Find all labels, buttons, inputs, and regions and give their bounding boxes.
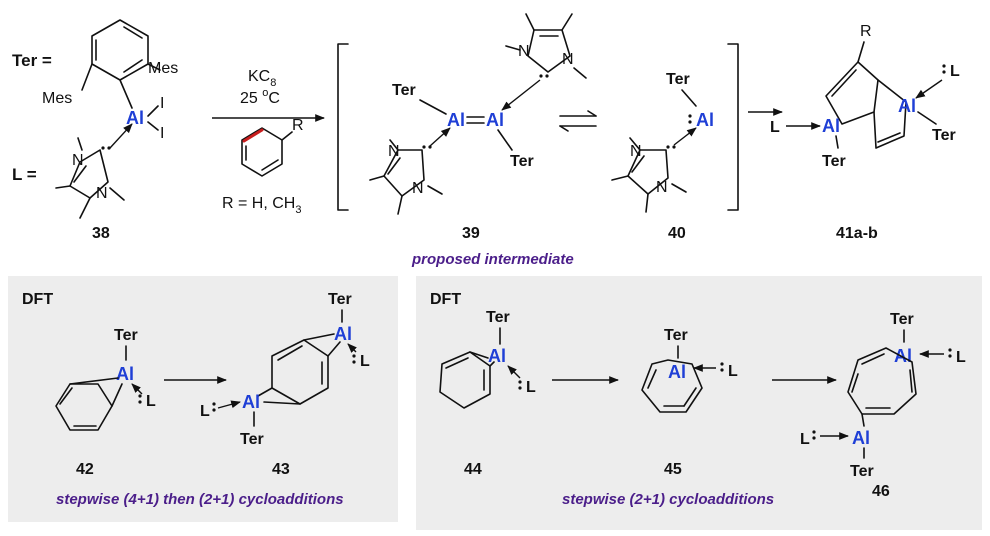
ter-label-46b: Ter bbox=[850, 463, 874, 480]
iodide-label-2: I bbox=[160, 125, 164, 142]
n-atom-40a: N bbox=[630, 143, 642, 160]
compound-label-41: 41a-b bbox=[836, 225, 878, 242]
compound-label-39: 39 bbox=[462, 225, 480, 242]
ter-label-41b: Ter bbox=[932, 127, 956, 144]
compound-label-46: 46 bbox=[872, 483, 890, 500]
l-label-46b: L bbox=[800, 431, 810, 448]
al-atom-41a: Al bbox=[822, 116, 840, 136]
ter-definition-label: Ter = bbox=[12, 51, 52, 70]
equilibrium-arrows bbox=[559, 110, 597, 132]
arene-solvent-ring bbox=[241, 127, 283, 177]
l-label-41a: L bbox=[770, 119, 780, 136]
iodide-label-1: I bbox=[160, 95, 164, 112]
bracket-right bbox=[727, 43, 739, 211]
ter-label-42: Ter bbox=[114, 327, 138, 344]
ring-45 bbox=[641, 359, 703, 413]
ter-label-39a: Ter bbox=[392, 82, 416, 99]
al-atom-38: Al bbox=[126, 108, 144, 128]
dft-panel-right: DFT Ter Al L 44 Ter Al L 45 Ter Al bbox=[416, 276, 982, 530]
al-atom-45: Al bbox=[668, 362, 686, 382]
panel-right-background bbox=[416, 276, 982, 530]
ter-label-41a: Ter bbox=[822, 153, 846, 170]
al-atom-43a: Al bbox=[334, 324, 352, 344]
l-label-42: L bbox=[146, 393, 156, 410]
al-atom-46b: Al bbox=[852, 428, 870, 448]
ring-42 bbox=[55, 383, 113, 431]
ter-label-40: Ter bbox=[666, 71, 690, 88]
l-label-45: L bbox=[728, 363, 738, 380]
ter-label-44: Ter bbox=[486, 309, 510, 326]
r-definition-label: R = H, CH3 bbox=[222, 195, 301, 216]
n-atom-38a: N bbox=[72, 152, 84, 169]
mes-label-left: Mes bbox=[42, 90, 72, 107]
reaction-conditions: KC8 25 oC R R = H, CH3 bbox=[212, 68, 325, 216]
l-label-41b: L bbox=[950, 63, 960, 80]
ter-label-45: Ter bbox=[664, 327, 688, 344]
n-atom-39b: N bbox=[412, 180, 424, 197]
n-atom-40b: N bbox=[656, 179, 668, 196]
l-label-43a: L bbox=[360, 353, 370, 370]
l-label-44: L bbox=[526, 379, 536, 396]
ter-label-43a: Ter bbox=[328, 291, 352, 308]
compound-40: Ter Al N N 40 bbox=[611, 71, 714, 242]
temperature-label: 25 oC bbox=[240, 87, 280, 107]
l-label-46a: L bbox=[956, 349, 966, 366]
n-atom-39c: N bbox=[518, 43, 530, 60]
mes-label-right: Mes bbox=[148, 60, 178, 77]
n-atom-39d: N bbox=[562, 51, 574, 68]
l-label-43b: L bbox=[200, 403, 210, 420]
r-label-41: R bbox=[860, 23, 872, 40]
reagent-kc8: KC8 bbox=[248, 68, 276, 89]
fused-ring-41-right bbox=[873, 79, 907, 149]
fused-ring-41-left bbox=[825, 61, 879, 125]
compound-label-42: 42 bbox=[76, 461, 94, 478]
r-substituent-label: R bbox=[292, 117, 304, 134]
ring-46 bbox=[847, 347, 917, 415]
al-atom-46a: Al bbox=[894, 346, 912, 366]
al-atom-39b: Al bbox=[486, 110, 504, 130]
caption-left: stepwise (4+1) then (2+1) cycloadditions bbox=[56, 491, 344, 508]
nhc-ring-38 bbox=[69, 149, 109, 199]
al-atom-43b: Al bbox=[242, 392, 260, 412]
nhc-ring-39b bbox=[527, 29, 571, 73]
ter-label-43b: Ter bbox=[240, 431, 264, 448]
nhc-ring-40 bbox=[627, 149, 669, 195]
dft-label-right: DFT bbox=[430, 291, 461, 308]
compound-label-43: 43 bbox=[272, 461, 290, 478]
n-atom-39a: N bbox=[388, 143, 400, 160]
nhc-ring-39a bbox=[383, 149, 425, 197]
compound-label-44: 44 bbox=[464, 461, 482, 478]
compound-label-45: 45 bbox=[664, 461, 682, 478]
dft-panel-left: DFT Ter Al L 42 Ter Al Al L L Ter bbox=[8, 276, 398, 522]
compound-label-38: 38 bbox=[92, 225, 110, 242]
bracket-left bbox=[337, 43, 349, 211]
compound-label-40: 40 bbox=[668, 225, 686, 242]
compound-41: R Al Al L Ter L Ter 41a-b bbox=[770, 23, 960, 242]
al-atom-41b: Al bbox=[898, 96, 916, 116]
al-atom-39a: Al bbox=[447, 110, 465, 130]
n-atom-38b: N bbox=[96, 185, 108, 202]
dft-label-left: DFT bbox=[22, 291, 53, 308]
compound-38: Ter = Mes Mes Al I I L = N N 38 bbox=[12, 19, 178, 242]
al-atom-40: Al bbox=[696, 110, 714, 130]
caption-right: stepwise (2+1) cycloadditions bbox=[562, 491, 774, 508]
al-atom-44: Al bbox=[488, 346, 506, 366]
ter-label-39b: Ter bbox=[510, 153, 534, 170]
proposed-intermediate-caption: proposed intermediate bbox=[411, 251, 574, 268]
l-definition-label: L = bbox=[12, 165, 37, 184]
ter-aryl-ring bbox=[91, 19, 149, 81]
ter-label-46a: Ter bbox=[890, 311, 914, 328]
compound-39: Ter Al Al Ter N N N N 39 proposed interm… bbox=[369, 13, 587, 268]
al-atom-42: Al bbox=[116, 364, 134, 384]
panel-left-background bbox=[8, 276, 398, 522]
